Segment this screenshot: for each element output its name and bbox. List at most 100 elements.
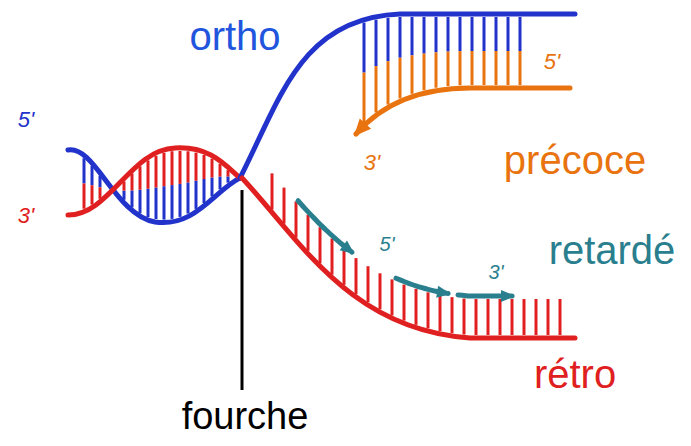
base-pair-tick xyxy=(131,190,134,207)
base-pair-tick xyxy=(487,299,490,335)
helix-strand-red xyxy=(68,148,240,215)
base-pair-tick xyxy=(163,153,166,186)
base-pair-tick xyxy=(283,188,286,224)
base-pair-tick xyxy=(387,61,390,104)
base-pair-tick xyxy=(99,187,102,199)
base-pair-tick xyxy=(83,158,86,183)
base-pair-tick xyxy=(343,249,346,285)
okazaki-fragment xyxy=(458,295,512,296)
strand-end-label: 3' xyxy=(489,261,504,283)
strand-name: rétro xyxy=(534,352,616,396)
base-pair-tick xyxy=(535,299,538,335)
base-pair-tick xyxy=(139,166,142,189)
base-pair-tick xyxy=(463,299,466,335)
base-pair-tick xyxy=(187,151,190,182)
base-pair-tick xyxy=(331,239,334,275)
base-pair-tick xyxy=(375,20,378,66)
base-pair-tick xyxy=(483,17,486,51)
base-pair-tick xyxy=(147,160,150,188)
base-pair-tick xyxy=(355,258,358,294)
base-pair-tick xyxy=(403,285,406,321)
leading-strand xyxy=(356,88,570,134)
base-pair-tick xyxy=(471,17,474,51)
base-pair-tick xyxy=(411,55,414,93)
fork-label: fourche xyxy=(182,396,309,438)
base-pair-tick xyxy=(423,17,426,54)
strand-end-label: 5' xyxy=(18,108,34,132)
base-pair-tick xyxy=(511,299,514,335)
base-pair-tick xyxy=(547,299,550,335)
base-pair-tick xyxy=(411,17,414,55)
base-pair-tick xyxy=(447,52,450,87)
base-pair-tick xyxy=(367,266,370,302)
base-pair-tick xyxy=(391,279,394,315)
base-pair-tick xyxy=(387,18,390,61)
base-pair-tick xyxy=(507,17,510,51)
strand-name: retardé xyxy=(549,228,676,272)
base-pair-tick xyxy=(499,299,502,335)
strand-name: précoce xyxy=(504,138,646,182)
base-pair-tick xyxy=(519,51,522,85)
strand-end-label: 3' xyxy=(364,151,380,175)
base-pair-tick xyxy=(83,183,86,208)
base-pair-tick xyxy=(507,51,510,85)
base-pair-tick xyxy=(475,299,478,335)
base-pair-tick xyxy=(495,17,498,51)
arrowhead xyxy=(354,118,371,136)
base-pair-tick xyxy=(435,17,438,52)
base-pair-tick xyxy=(295,202,298,238)
base-pair-tick xyxy=(439,295,442,331)
base-pair-tick xyxy=(399,17,402,58)
base-pairs xyxy=(84,17,560,335)
base-pair-tick xyxy=(271,173,274,209)
base-pair-tick xyxy=(379,273,382,309)
base-pair-tick xyxy=(427,292,430,328)
base-pair-tick xyxy=(147,189,150,217)
base-pair-tick xyxy=(171,151,174,185)
base-pair-tick xyxy=(363,23,366,73)
base-pair-tick xyxy=(219,164,222,177)
base-pair-tick xyxy=(155,156,158,188)
base-pair-tick xyxy=(171,185,174,219)
strand-end-label: 3' xyxy=(18,204,34,228)
base-pair-tick xyxy=(399,58,402,99)
base-pair-tick xyxy=(447,17,450,52)
base-pair-tick xyxy=(131,174,134,191)
base-pair-tick xyxy=(179,151,182,184)
arrowheads xyxy=(340,118,515,302)
strand-end-label: 5' xyxy=(544,50,560,74)
base-pair-tick xyxy=(519,17,522,51)
base-pair-tick xyxy=(163,186,166,219)
base-pair-tick xyxy=(459,17,462,51)
base-pair-tick xyxy=(471,51,474,85)
base-pair-tick xyxy=(415,289,418,325)
base-pair-tick xyxy=(227,176,230,182)
base-pair-tick xyxy=(451,297,454,333)
base-pair-tick xyxy=(523,299,526,335)
okazaki-fragment xyxy=(396,278,448,293)
base-pair-tick xyxy=(211,177,214,196)
base-pair-tick xyxy=(423,54,426,91)
base-pair-tick xyxy=(195,153,198,181)
base-pair-tick xyxy=(203,155,206,179)
base-pair-tick xyxy=(435,52,438,87)
strand-name: ortho xyxy=(189,14,280,58)
fork-pointer-line xyxy=(241,190,244,390)
base-pair-tick xyxy=(219,177,222,190)
base-pair-tick xyxy=(139,190,142,213)
strand-end-label: 5' xyxy=(380,233,395,255)
base-pair-tick xyxy=(319,227,322,263)
base-pair-tick xyxy=(363,73,366,123)
base-pair-tick xyxy=(559,299,562,335)
base-pair-tick xyxy=(91,185,94,204)
base-pair-tick xyxy=(495,51,498,85)
okazaki-fragment xyxy=(298,201,352,252)
base-pair-tick xyxy=(211,159,214,178)
base-pair-tick xyxy=(483,51,486,85)
helix-strand-blue xyxy=(68,150,240,223)
base-pair-tick xyxy=(307,215,310,251)
okazaki-fragments xyxy=(298,201,512,296)
base-pair-tick xyxy=(203,179,206,203)
